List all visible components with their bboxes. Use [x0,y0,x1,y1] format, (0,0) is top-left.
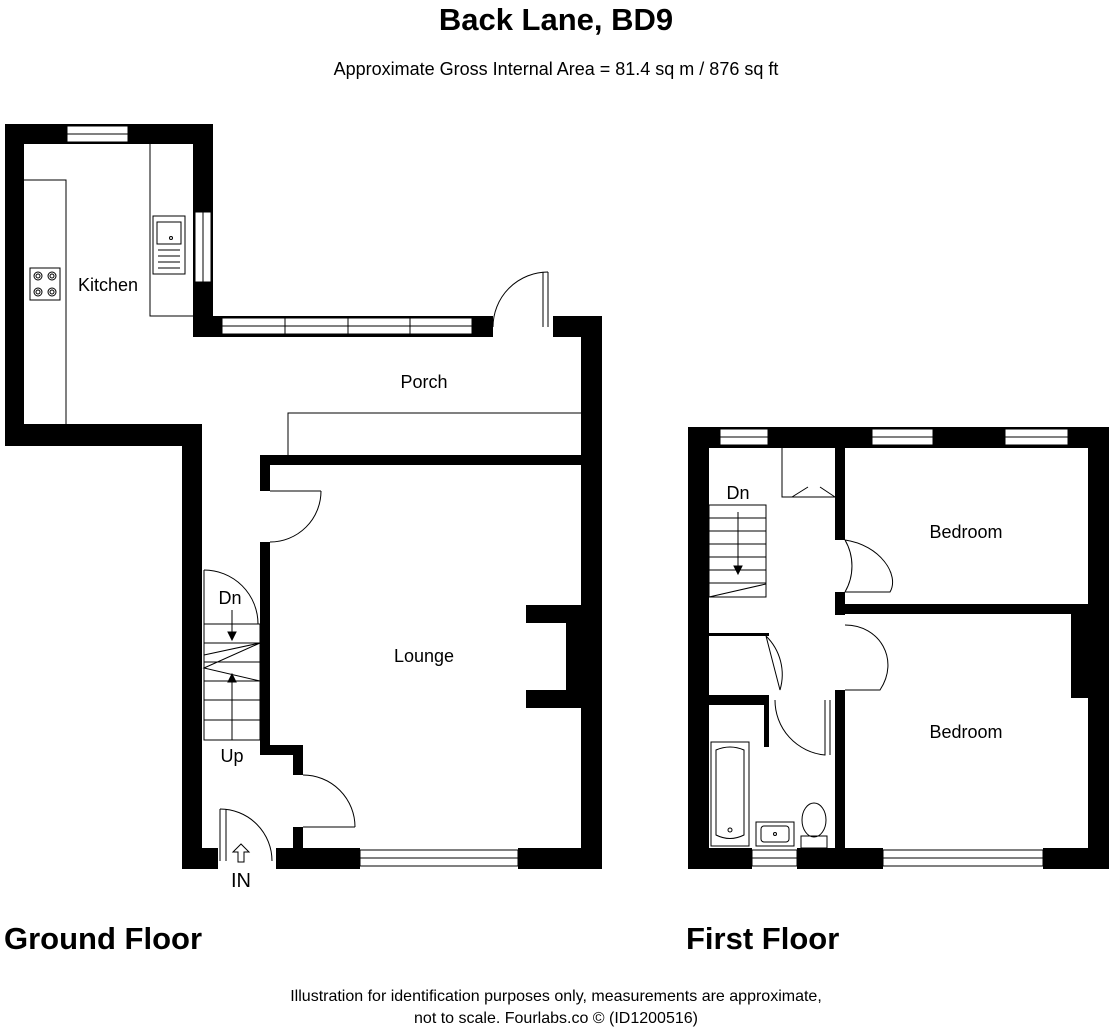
porch-door-swing [492,271,549,328]
chimney-breast [566,605,602,708]
first-bottom-wall-left [688,848,752,869]
lounge-label: Lounge [394,646,454,666]
lounge-top-wall [260,455,602,465]
front-door-swing [219,808,273,862]
plan-title: Back Lane, BD9 [438,2,674,37]
bedroom2-chimney [1071,614,1088,698]
porch-label: Porch [400,372,447,392]
bedroom-divider-left-wall [835,592,845,615]
bedroom1-door-swing [844,539,853,593]
bathroom-door-swing [774,699,826,756]
bedroom2-left-wall [835,690,845,848]
first-floor-plan [688,427,1109,869]
first-right-wall [1088,427,1109,869]
landing-cupboard [781,448,835,498]
ground-floor-label: Ground Floor [4,921,203,956]
lounge-left-wall-top [260,455,270,491]
disclaimer-line-1: Illustration for identification purposes… [290,988,822,1005]
ground-bottom-wall-left [182,848,218,869]
first-floor-fittings [708,448,894,849]
toilet [801,802,827,838]
kitchen-left-wall [5,124,24,446]
first-bottom-wall-right [1043,848,1109,869]
bedroom2-label: Bedroom [929,722,1002,742]
ground-stairs-down-label: Dn [218,588,241,608]
kitchen-label: Kitchen [78,275,138,295]
first-stairs-down-label: Dn [726,483,749,503]
gross-area-subtitle: Approximate Gross Internal Area = 81.4 s… [333,59,779,79]
lounge-notch-wall [260,745,303,755]
lounge-door-swing [269,490,322,543]
kitchen-sink [152,215,186,275]
bedroom1-left-wall [835,448,845,540]
cupboard-door-swing [765,635,783,691]
understair-door-swing [203,569,259,625]
entrance-label: IN [231,870,251,892]
ground-floor-plan [5,124,602,869]
first-left-wall [688,427,709,869]
bedroom1-label: Bedroom [929,522,1002,542]
hall-left-wall [182,424,202,869]
lounge-entry-door-swing [302,774,356,828]
first-stairs [708,504,767,598]
ground-bottom-wall-mid [276,848,360,869]
kitchen-worktop-right [149,144,193,317]
bedroom-divider-wall [845,604,1088,614]
hob [29,267,61,301]
lounge-left-wall [260,542,270,754]
ground-right-wall [581,316,602,869]
bathroom-right-wall [764,695,769,747]
disclaimer-line-2: not to scale. Fourlabs.co © (ID1200516) [414,1010,698,1027]
first-bottom-wall-mid [797,848,883,869]
first-floor-label: First Floor [686,921,840,956]
kitchen-bottom-wall [5,424,202,446]
disclaimer: Illustration for identification purposes… [0,986,1112,1030]
bathroom-top-wall [709,695,769,705]
bath [710,741,750,847]
porch-bench [287,412,581,455]
cupboard-top-wall [709,633,769,636]
ground-stairs-up-label: Up [220,746,243,766]
bedroom2-door-swing [844,624,889,691]
lounge-notch-vertical [293,745,303,775]
entrance-arrow-icon [231,843,251,863]
kitchen-worktop-left [24,179,67,424]
ground-floor-fittings [24,144,581,863]
ground-bottom-wall-right [518,848,602,869]
wash-basin [755,821,795,847]
